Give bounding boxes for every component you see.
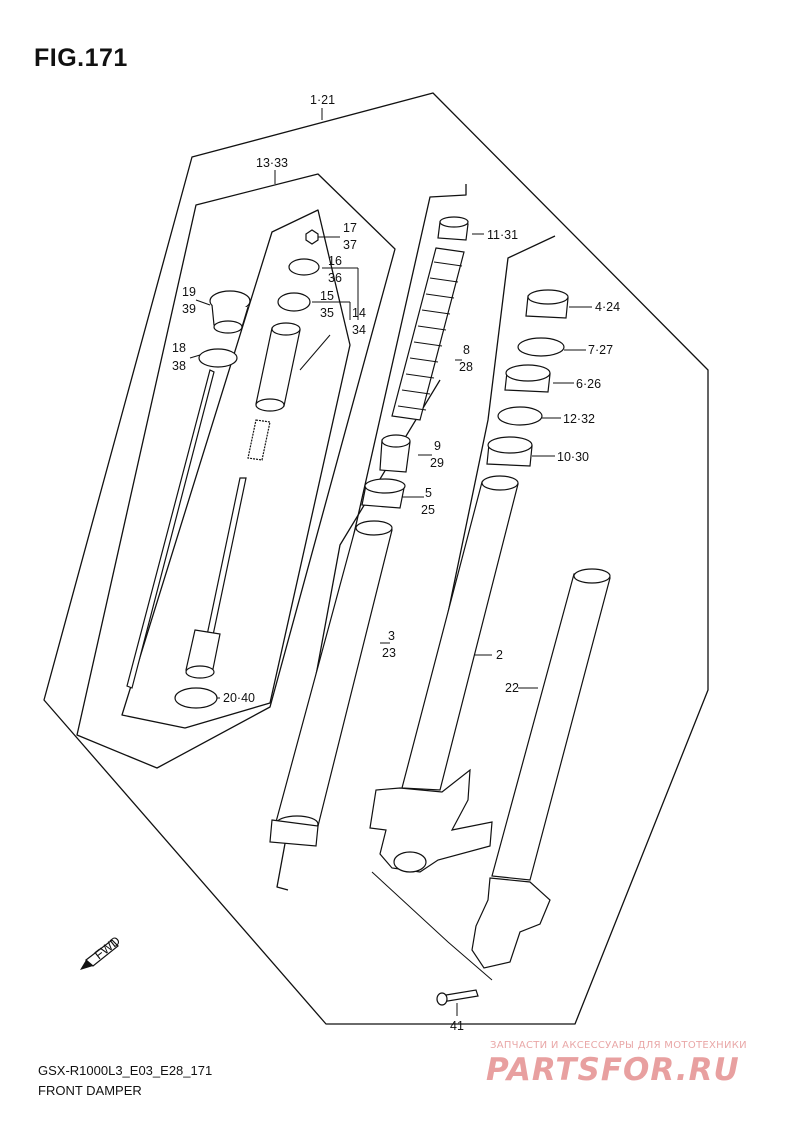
callout-6-26: 6·26 <box>576 377 601 391</box>
part-17-nut <box>305 229 319 245</box>
callout-2: 2 <box>496 648 503 662</box>
callout-4-24: 4·24 <box>595 300 620 314</box>
part-2-axle-bracket <box>369 768 493 873</box>
callout-13-33: 13·33 <box>256 156 288 170</box>
callout-18: 18 <box>172 341 186 355</box>
figure-title: FIG.171 <box>34 44 128 72</box>
callout-25: 25 <box>421 503 435 517</box>
callout-34: 34 <box>352 323 366 337</box>
assembly-outline-sub <box>121 209 351 729</box>
damper-rod-long <box>126 369 215 689</box>
callout-10-30: 10·30 <box>557 450 589 464</box>
callout-35: 35 <box>320 306 334 320</box>
callout-38: 38 <box>172 359 186 373</box>
damper-spring-small <box>247 419 271 461</box>
part-8-spring <box>391 247 465 421</box>
part-16-oring <box>288 258 320 276</box>
part-12-stopper-ring <box>497 406 543 426</box>
callout-23: 23 <box>382 646 396 660</box>
part-20-ring <box>174 687 218 709</box>
callout-5: 5 <box>425 486 432 500</box>
leader-lines <box>189 108 592 1016</box>
part-15-oring <box>277 292 311 312</box>
callout-28: 28 <box>459 360 473 374</box>
part-22-axle-bracket <box>471 877 551 969</box>
callout-17: 17 <box>343 221 357 235</box>
damper-rod <box>205 477 247 641</box>
callout-8: 8 <box>463 343 470 357</box>
damper-cartridge-group <box>126 229 320 709</box>
middle-parts-group <box>269 216 469 847</box>
callout-29: 29 <box>430 456 444 470</box>
callout-1-21: 1·21 <box>310 93 335 107</box>
callout-labels: 1·21 13·33 17 37 16 36 15 35 14 34 19 39… <box>172 93 620 1033</box>
callout-22: 22 <box>505 681 519 695</box>
model-code: GSX-R1000L3_E03_E28_171 <box>38 1063 213 1078</box>
callout-19: 19 <box>182 285 196 299</box>
part-7-washer <box>517 337 565 357</box>
callout-39: 39 <box>182 302 196 316</box>
outer-tube-bracket <box>429 235 556 701</box>
part-18-oring <box>198 348 238 368</box>
callout-16: 16 <box>328 254 342 268</box>
callout-7-27: 7·27 <box>588 343 613 357</box>
callout-37: 37 <box>343 238 357 252</box>
fwd-direction-icon: FWD <box>80 934 123 970</box>
watermark-tagline: ЗАПЧАСТИ И АКСЕССУАРЫ ДЛЯ МОТОТЕХНИКИ <box>490 1040 747 1051</box>
callout-3: 3 <box>388 629 395 643</box>
callout-20-40: 20·40 <box>223 691 255 705</box>
callout-12-32: 12·32 <box>563 412 595 426</box>
watermark-logo: PARTSFOR.RU <box>486 1052 740 1088</box>
callout-36: 36 <box>328 271 342 285</box>
part-14-cylinder <box>255 327 301 407</box>
assembly-outline-1-21 <box>43 92 709 1025</box>
callout-41: 41 <box>450 1019 464 1033</box>
callout-15: 15 <box>320 289 334 303</box>
part-22-outer-tube <box>491 573 611 881</box>
fwd-label: FWD <box>92 934 123 963</box>
assembly-outline-13-33 <box>76 173 396 769</box>
part-2-outer-tube <box>401 481 519 791</box>
callout-11-31: 11·31 <box>487 228 518 242</box>
part-3-inner-tube <box>275 525 393 827</box>
part-group-name: FRONT DAMPER <box>38 1083 142 1098</box>
callout-9: 9 <box>434 439 441 453</box>
outer-tube-group <box>369 289 611 1006</box>
callout-14: 14 <box>352 306 366 320</box>
